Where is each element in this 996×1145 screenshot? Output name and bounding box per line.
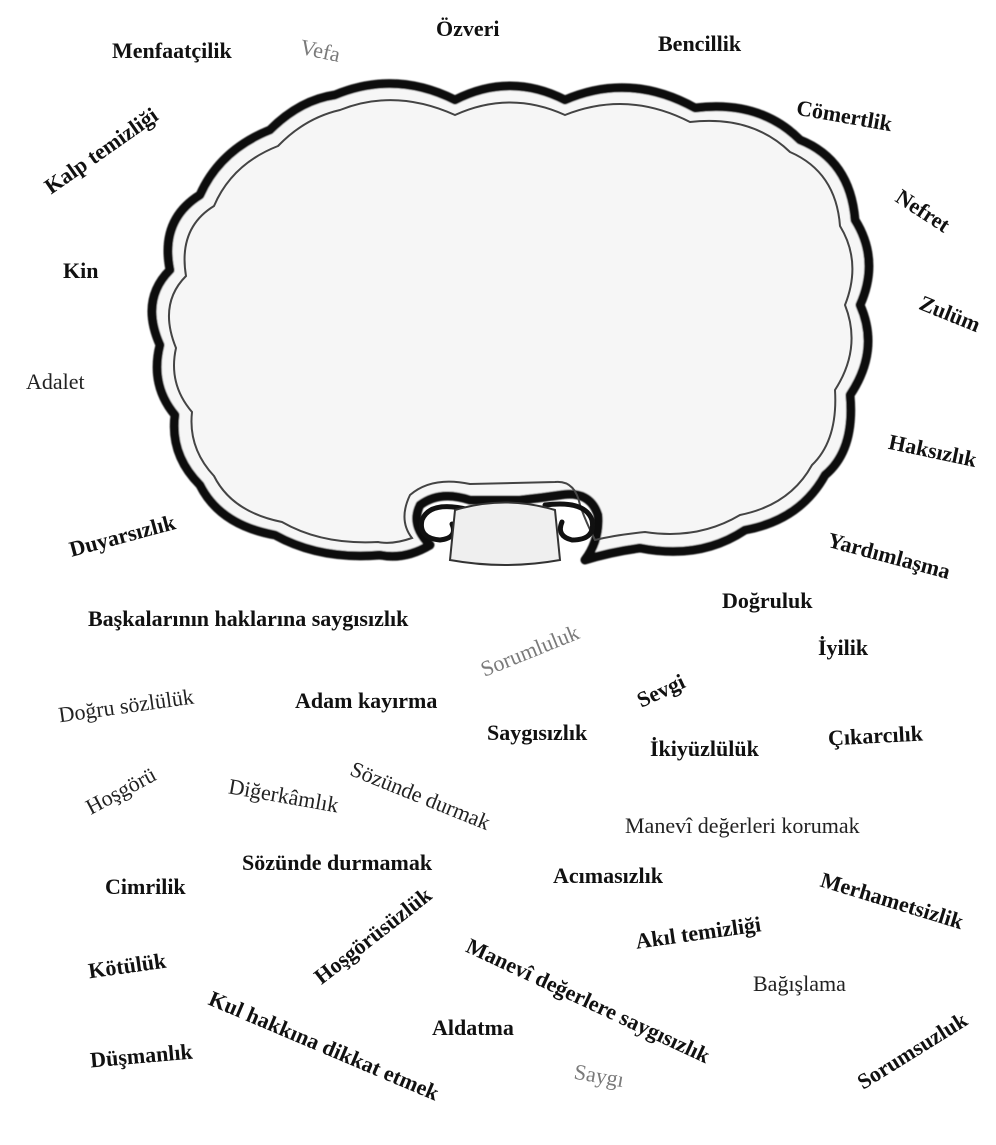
word-cimrilik: Cimrilik — [105, 876, 186, 898]
word-sozunde-durmamak: Sözünde durmamak — [242, 852, 432, 874]
word-bagislama: Bağışlama — [753, 973, 846, 995]
word-ozveri: Özveri — [436, 18, 500, 40]
base-plinth — [450, 503, 560, 566]
word-baskalarinin: Başkalarının haklarına saygısızlık — [88, 608, 408, 630]
word-acimasizlik: Acımasızlık — [553, 865, 663, 887]
word-cikarcilik: Çıkarcılık — [827, 723, 923, 750]
word-saygisizlik: Saygısızlık — [487, 722, 587, 744]
word-dogruluk: Doğruluk — [722, 590, 812, 612]
word-ikiyuzluluk: İkiyüzlülük — [650, 738, 759, 760]
word-adam-kayirma: Adam kayırma — [295, 690, 437, 712]
word-iyilik: İyilik — [818, 637, 868, 659]
word-aldatma: Aldatma — [432, 1017, 514, 1039]
word-bencillik: Bencillik — [658, 33, 741, 55]
faint-background-smudge — [845, 592, 851, 618]
word-adalet: Adalet — [26, 371, 85, 393]
word-menfaatcilik: Menfaatçilik — [112, 40, 232, 62]
word-manevi-korumak: Manevî değerleri korumak — [625, 815, 860, 837]
word-kin: Kin — [63, 260, 98, 282]
